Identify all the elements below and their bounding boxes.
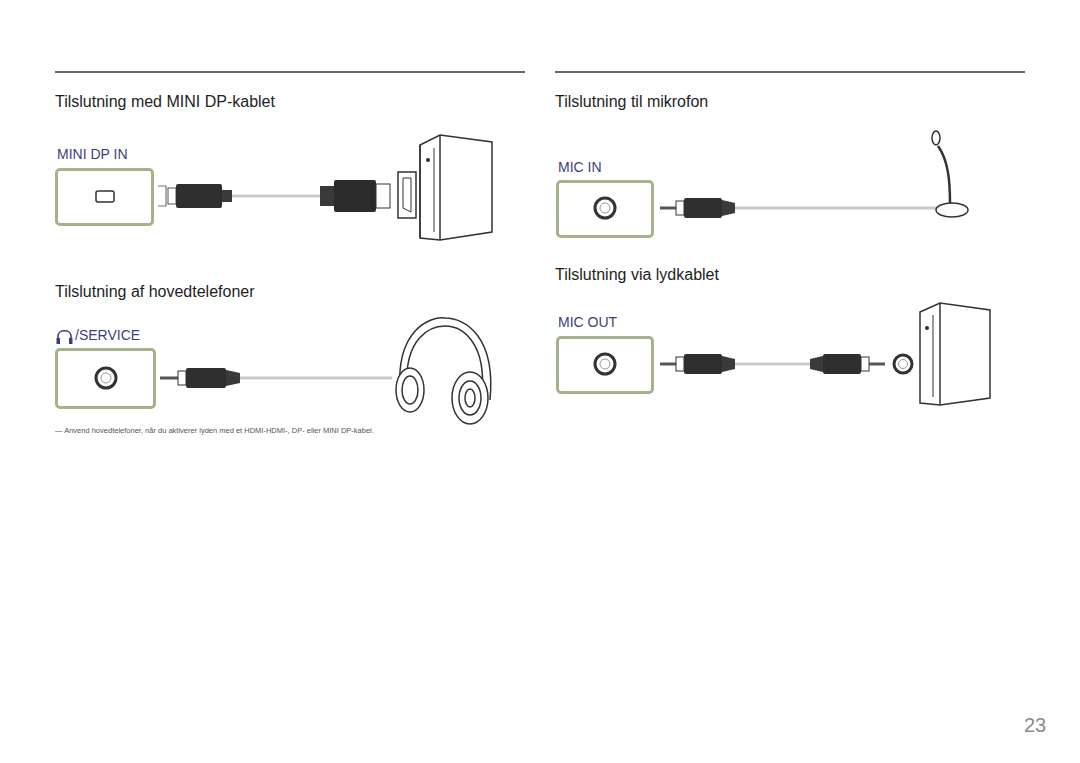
pc-tower: [920, 303, 990, 405]
port-outline: [55, 348, 156, 409]
port-box: MIC OUT: [556, 314, 654, 394]
port-label: MIC OUT: [558, 314, 617, 330]
port-label: MINI DP IN: [57, 146, 128, 162]
mic-cable: [595, 198, 940, 218]
section-heading: Tilslutning til mikrofon: [555, 93, 708, 111]
microphone: [932, 131, 968, 217]
mini-dp-cable: [96, 172, 416, 218]
port-label: MIC IN: [558, 159, 602, 175]
port-box: MIC IN: [556, 159, 654, 238]
headphone-cable: [96, 368, 392, 388]
audio-cable: [595, 354, 912, 374]
port-box: /SERVICE: [55, 327, 156, 409]
page-number: 23: [1024, 714, 1046, 737]
header-rules: [55, 71, 1025, 73]
port-label: /SERVICE: [75, 327, 140, 343]
port-box: MINI DP IN: [55, 146, 154, 226]
section-heading: Tilslutning via lydkablet: [555, 266, 719, 284]
port-outline: [55, 168, 154, 226]
pc-tower: [420, 135, 492, 240]
footnote: ― Anvend hovedtelefoner, når du aktivere…: [55, 426, 374, 435]
headphone-icon: [57, 331, 73, 344]
port-outline: [556, 180, 654, 238]
port-outline: [556, 336, 654, 394]
section-heading: Tilslutning af hovedtelefoner: [55, 283, 255, 301]
headphones: [396, 318, 491, 424]
section-heading: Tilslutning med MINI DP-kablet: [55, 93, 275, 111]
